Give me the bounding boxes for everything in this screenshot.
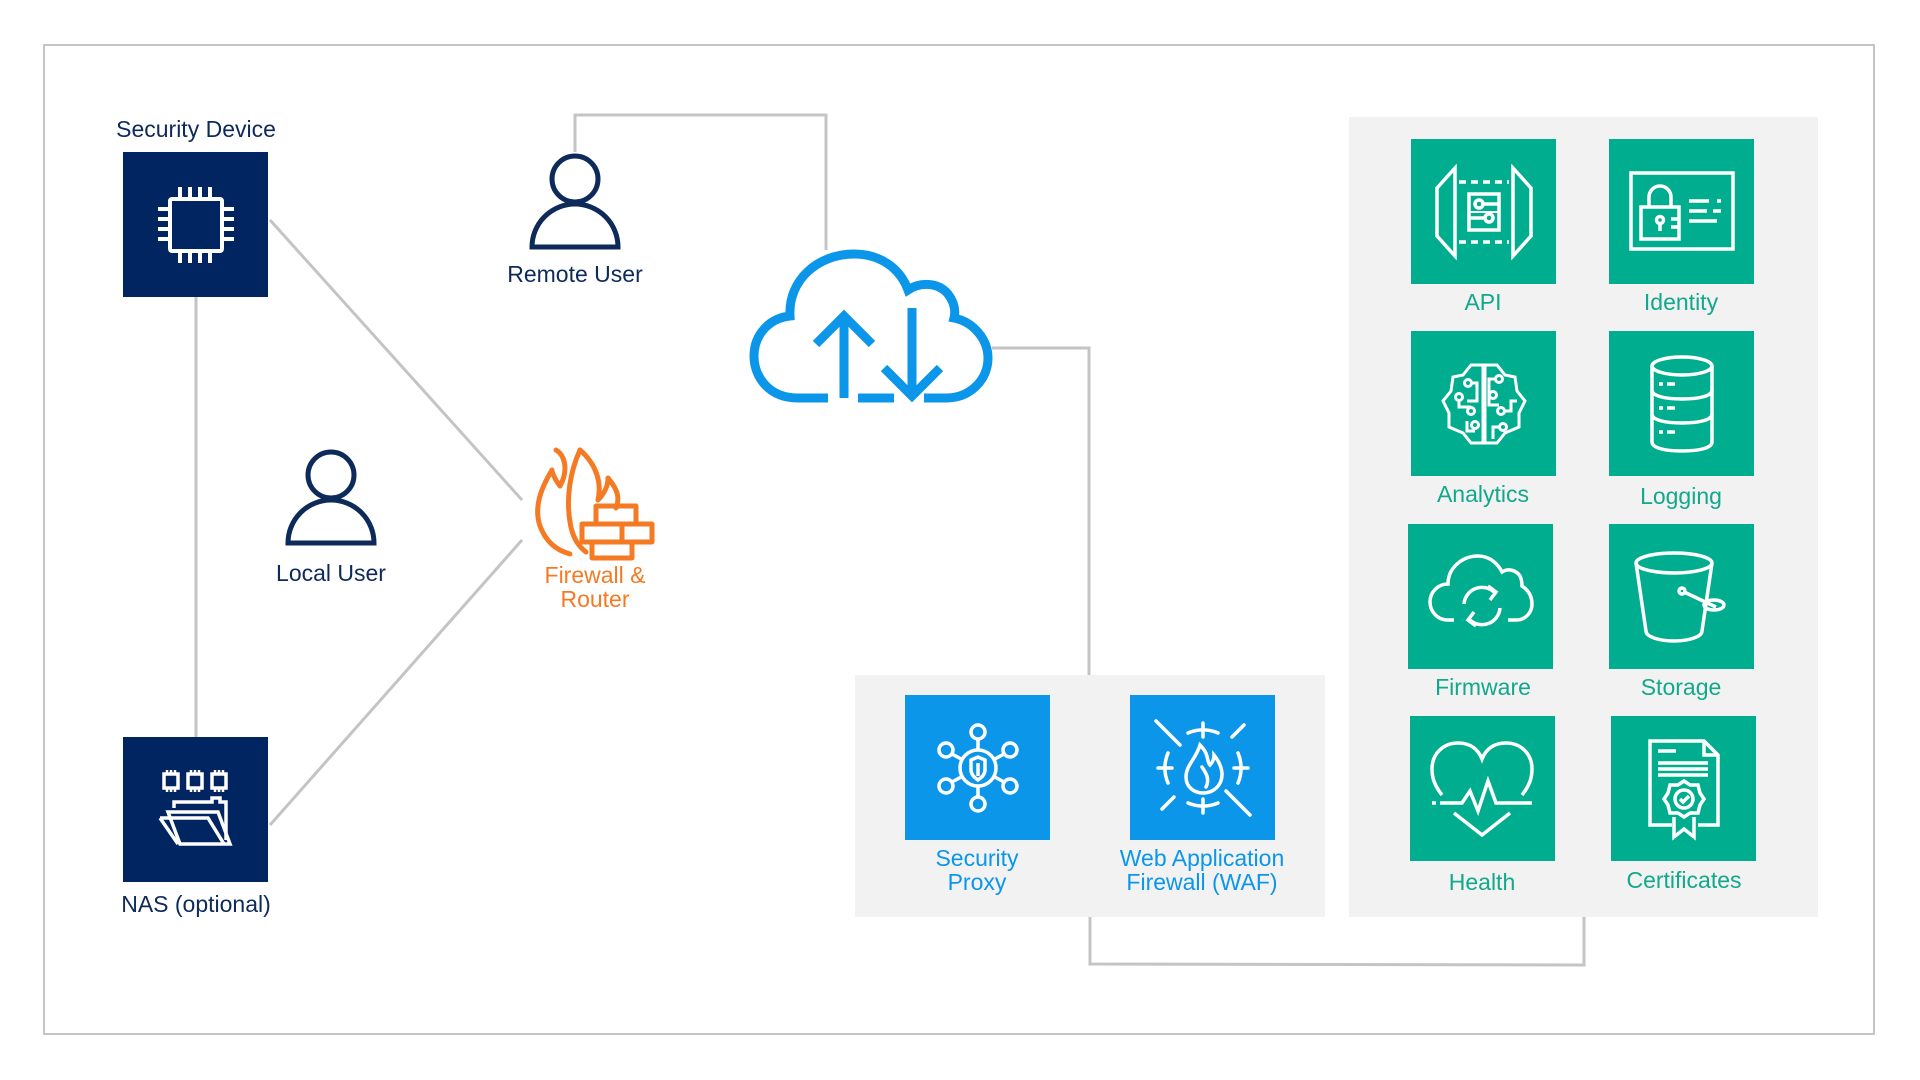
security-proxy-label-line1: Security (935, 845, 1019, 871)
service-tile-storage[interactable] (1609, 524, 1754, 669)
crosshair-flame-icon (1153, 718, 1252, 817)
waf-label-line1: Web Application (1119, 845, 1285, 871)
heart-pulse-icon (1429, 740, 1534, 837)
user-icon (285, 449, 377, 546)
connector-nas-to-firewall (268, 539, 524, 826)
cpu-chip-icon (157, 186, 234, 263)
firewall-router-label-line2: Router (560, 586, 630, 612)
edge-service-tile-security-proxy[interactable] (905, 695, 1050, 840)
local-user-label: Local User (276, 560, 386, 586)
user-icon (529, 153, 621, 250)
service-label-storage: Storage (1640, 674, 1722, 700)
connector-cloud-to-edge (992, 346, 1091, 675)
api-gateway-icon (1434, 162, 1533, 261)
certificate-icon (1647, 738, 1720, 841)
connector-remote-user-to-cloud (573, 113, 828, 250)
security-device-label: Security Device (116, 116, 276, 142)
id-card-lock-icon (1628, 170, 1735, 251)
service-label-analytics: Analytics (1436, 481, 1530, 507)
service-label-identity: Identity (1643, 289, 1719, 315)
remote-user-node[interactable] (527, 152, 623, 252)
nas-label: NAS (optional) (121, 891, 271, 917)
firewall-router-label-line1: Firewall & (544, 562, 646, 588)
edge-service-tile-waf[interactable] (1130, 695, 1275, 840)
folder-chips-icon (158, 769, 233, 846)
security-proxy-label-line2: Proxy (947, 869, 1007, 895)
network-shield-icon (936, 722, 1019, 813)
service-label-health: Health (1448, 869, 1516, 895)
service-tile-health[interactable] (1410, 716, 1555, 861)
local-user-node[interactable] (283, 448, 379, 548)
diagram-frame (43, 44, 1875, 1035)
nas-node[interactable] (123, 737, 268, 882)
connector-edge-to-services (1088, 917, 1586, 967)
service-tile-identity[interactable] (1609, 139, 1754, 284)
security-device-node[interactable] (123, 152, 268, 297)
service-tile-api[interactable] (1411, 139, 1556, 284)
service-tile-firmware[interactable] (1408, 524, 1553, 669)
firewall-flame-brick-icon (535, 447, 655, 561)
connector-security-device-to-firewall (268, 218, 524, 502)
service-label-logging: Logging (1640, 483, 1722, 509)
database-icon (1649, 354, 1714, 453)
cloud-upload-download-icon (749, 249, 993, 403)
waf-label-line2: Firewall (WAF) (1126, 869, 1278, 895)
service-label-api: API (1464, 289, 1502, 315)
cloud-sync-icon (1427, 553, 1534, 627)
remote-user-label: Remote User (507, 261, 643, 287)
brain-circuit-icon (1440, 363, 1527, 444)
service-label-certificates: Certificates (1626, 867, 1742, 893)
service-tile-logging[interactable] (1609, 331, 1754, 476)
bucket-icon (1633, 550, 1726, 643)
service-tile-certificates[interactable] (1611, 716, 1756, 861)
cloud-node[interactable] (748, 248, 994, 404)
firewall-router-node[interactable] (526, 442, 666, 562)
service-label-firmware: Firmware (1435, 674, 1531, 700)
service-tile-analytics[interactable] (1411, 331, 1556, 476)
